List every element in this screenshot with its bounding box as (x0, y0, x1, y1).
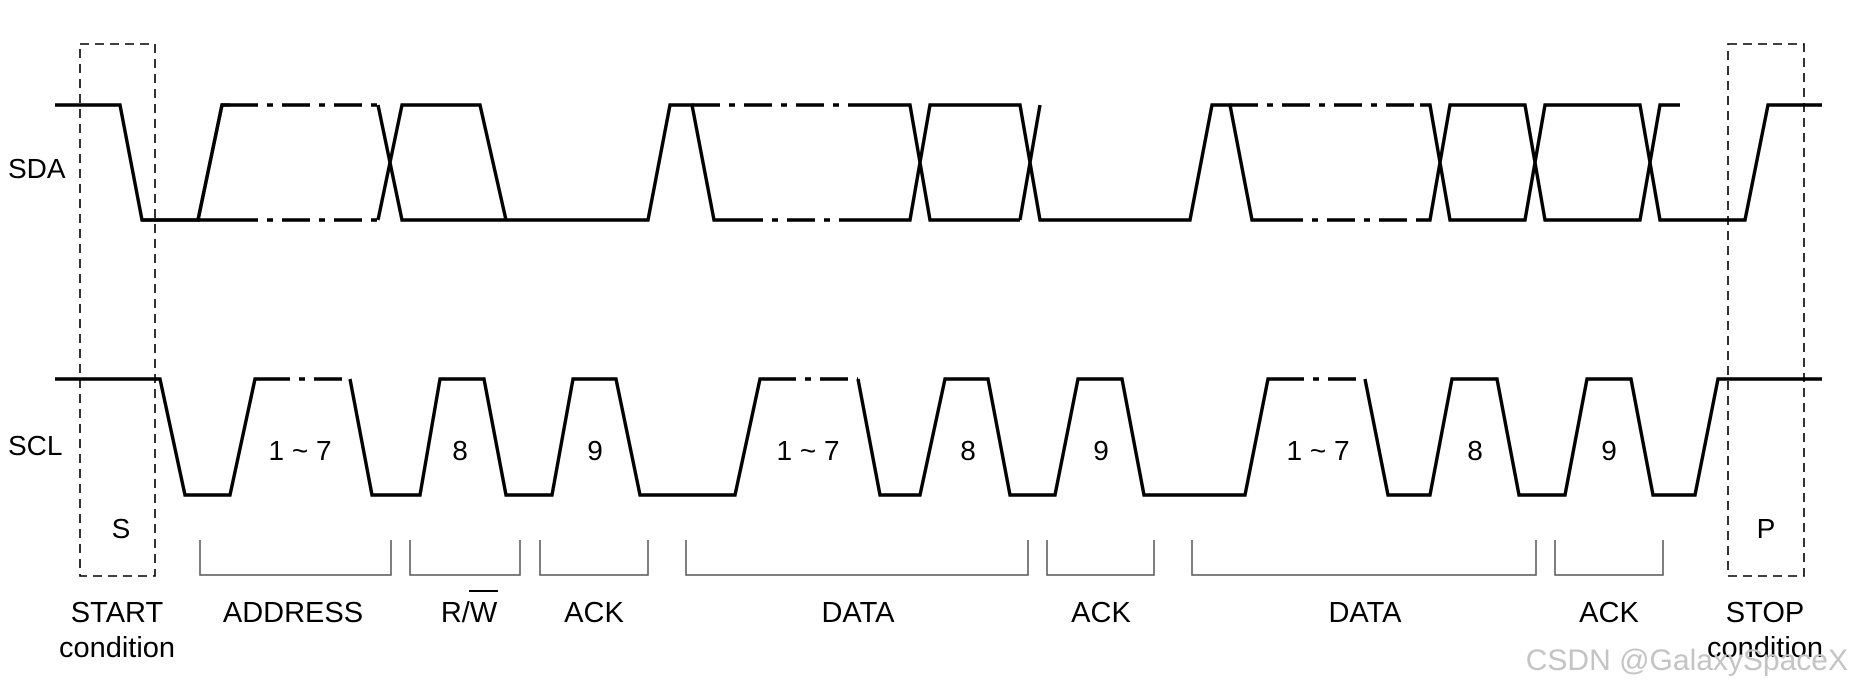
scl-signal-label: SCL (8, 430, 62, 461)
segment-label-ack-2: ACK (1071, 597, 1131, 629)
segment-label-ack-3: ACK (1579, 597, 1639, 629)
watermark: CSDN @GalaxySpaceX (1526, 644, 1848, 677)
clock-label-ack-3: 9 (1601, 435, 1617, 466)
clock-label-data-1-bits: 1 ~ 7 (776, 435, 839, 466)
sda-signal-label: SDA (8, 153, 66, 184)
stop-condition-box (1727, 43, 1805, 577)
segment-brackets (199, 540, 1664, 576)
segment-label-address: ADDRESS (223, 597, 363, 629)
sda-waveform (55, 103, 1822, 222)
segment-label-data-1: DATA (821, 597, 895, 629)
scl-waveform (55, 377, 1822, 497)
clock-label-address-bits: 1 ~ 7 (268, 435, 331, 466)
clock-label-data-1-bit-8: 8 (960, 435, 976, 466)
segment-label-ack-1: ACK (564, 597, 624, 629)
start-condition-box (79, 43, 156, 577)
clock-label-data-2-bit-8: 8 (1467, 435, 1483, 466)
segment-label-data-2: DATA (1328, 597, 1402, 629)
stop-condition-label-line-2: condition (1707, 632, 1823, 664)
clock-label-data-2-bits: 1 ~ 7 (1286, 435, 1349, 466)
start-marker: S (112, 513, 131, 544)
clock-label-ack-2: 9 (1093, 435, 1109, 466)
stop-condition-label-line-1: STOP (1726, 597, 1804, 629)
segment-label-rw: R/W (441, 597, 498, 629)
clock-label-rw-bit: 8 (452, 435, 468, 466)
stop-marker: P (1757, 513, 1776, 544)
start-condition-label-line-2: condition (59, 632, 175, 664)
start-condition-label-line-1: START (71, 597, 164, 629)
clock-label-ack-1: 9 (587, 435, 603, 466)
